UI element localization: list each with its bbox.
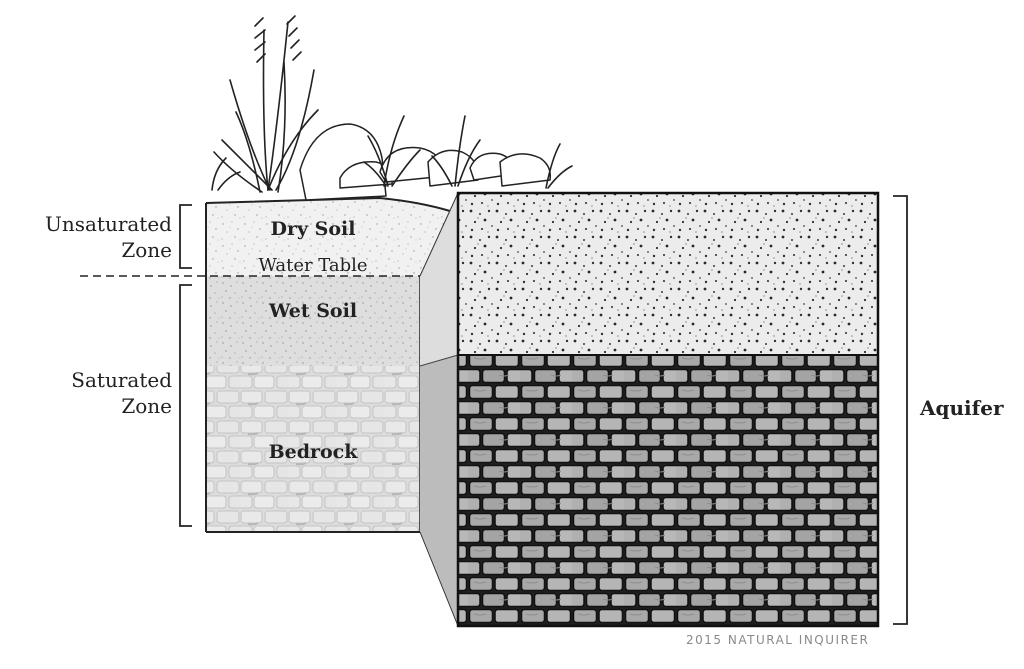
saturated-zone-bracket — [179, 284, 192, 527]
aquifer-soil-layer — [458, 193, 878, 355]
saturated-zone-line2: Zone — [121, 394, 172, 418]
surface-rocks — [299, 123, 552, 201]
unsaturated-zone-line2: Zone — [121, 238, 172, 262]
dry-soil-layer — [206, 198, 450, 276]
grass-plants — [211, 15, 573, 193]
aquifer-block — [456, 191, 880, 628]
front-face — [205, 196, 451, 533]
credit-text: 2015 NATURAL INQUIRER — [686, 633, 870, 647]
wet-soil-layer — [206, 276, 420, 366]
saturated-zone-line1: Saturated — [71, 368, 172, 392]
unsaturated-zone-label: Unsaturated Zone — [45, 211, 172, 263]
water-table-label: Water Table — [258, 255, 368, 276]
side-face — [419, 192, 459, 627]
bedrock-label: Bedrock — [268, 441, 358, 463]
wet-soil-label: Wet Soil — [268, 300, 358, 322]
saturated-zone-label: Saturated Zone — [71, 367, 172, 419]
unsaturated-zone-line1: Unsaturated — [44, 212, 172, 236]
aquifer-label: Aquifer — [920, 396, 1004, 420]
dry-soil-label: Dry Soil — [270, 218, 356, 240]
aquifer-rock-layer — [458, 355, 878, 626]
unsaturated-zone-bracket — [179, 204, 192, 269]
aquifer-bracket — [893, 195, 908, 625]
bedrock-layer — [206, 366, 420, 532]
